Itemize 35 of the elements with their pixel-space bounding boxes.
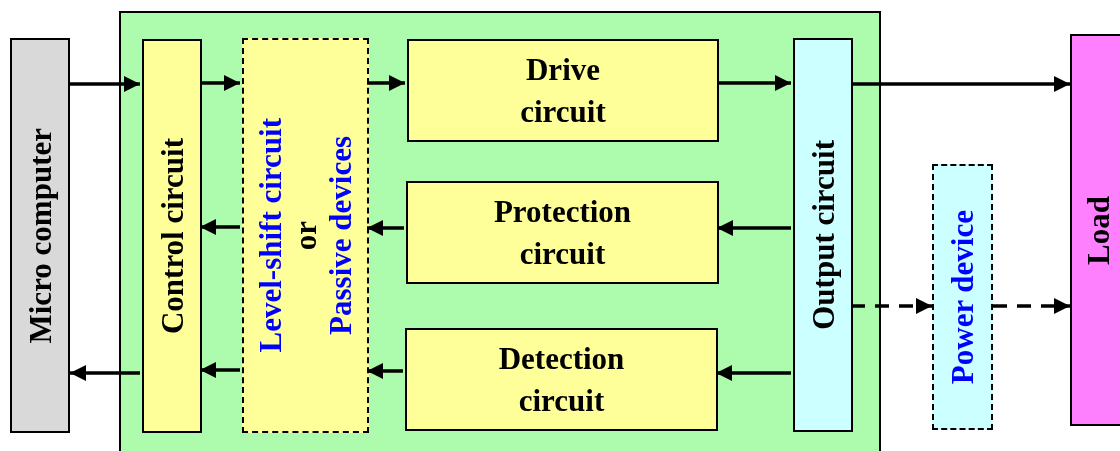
circuit-block <box>405 328 718 431</box>
arrow <box>851 298 932 314</box>
block-label: Level-shift circuit <box>253 118 288 353</box>
arrow <box>367 75 405 91</box>
vertical-block <box>242 38 369 433</box>
arrow <box>200 75 240 91</box>
block-label: Output circuit <box>805 140 841 330</box>
arrow <box>70 365 140 381</box>
vertical-block <box>10 38 70 433</box>
arrow <box>200 219 240 235</box>
vertical-block <box>932 164 993 430</box>
vertical-block <box>142 39 202 433</box>
arrow <box>367 363 403 379</box>
arrow <box>717 75 791 91</box>
arrow <box>851 76 1070 92</box>
block-label: Detection circuit <box>497 339 626 420</box>
block-label: Protection circuit <box>492 192 633 273</box>
block-label: Micro computer <box>22 127 58 344</box>
block-label: Passive devices <box>323 136 358 335</box>
arrow <box>200 362 240 378</box>
block-label: Control circuit <box>154 138 190 334</box>
vertical-block <box>793 38 853 432</box>
arrow <box>717 220 791 236</box>
box-shape <box>119 11 881 451</box>
block-label: or <box>288 220 323 251</box>
arrow <box>70 76 140 92</box>
arrow <box>993 298 1070 314</box>
vertical-block <box>1070 34 1120 426</box>
block-label: Drive circuit <box>519 50 607 131</box>
block-label: Load <box>1081 195 1116 265</box>
block-label: Power device <box>945 209 980 385</box>
arrow <box>716 365 791 381</box>
arrow <box>367 220 404 236</box>
circuit-block <box>407 39 719 142</box>
circuit-block <box>406 181 719 284</box>
